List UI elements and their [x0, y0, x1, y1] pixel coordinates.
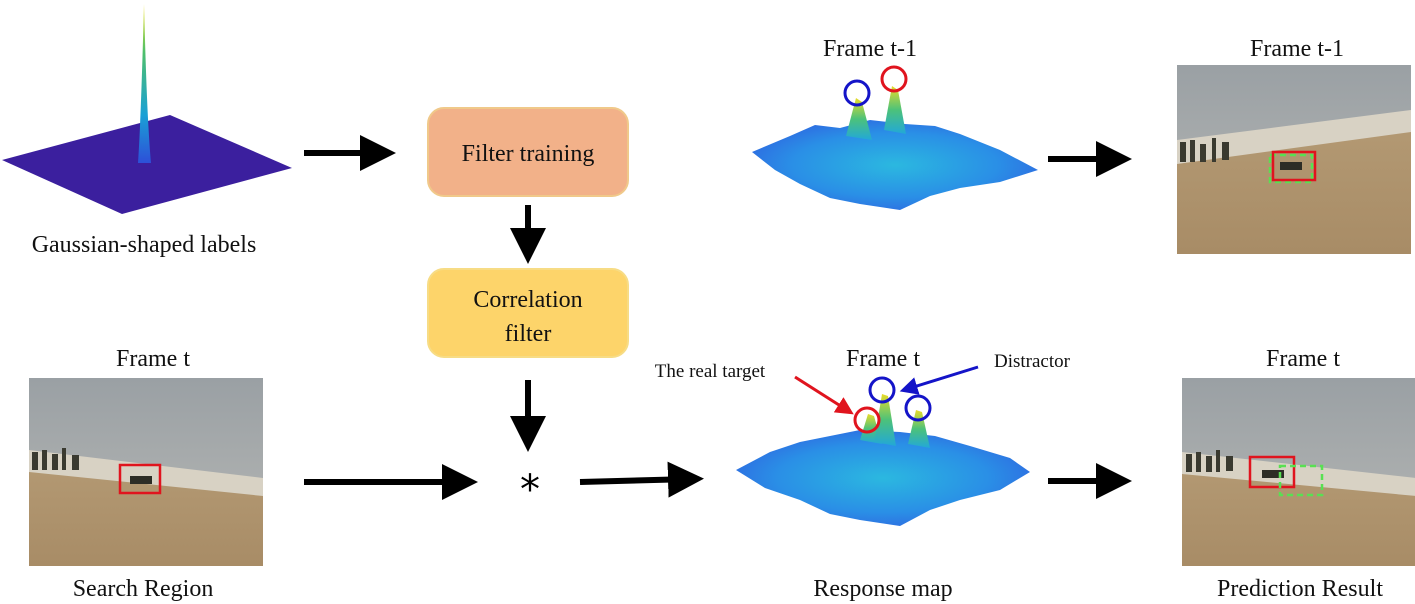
filter-training-box	[427, 107, 629, 197]
distractor-marker-prev	[843, 79, 871, 107]
search-region-image	[29, 378, 263, 566]
prediction-result-image	[1182, 378, 1415, 566]
real-target-pointer	[794, 375, 854, 415]
frame-t-result-title: Frame t	[1266, 346, 1340, 372]
distractor-annotation: Distractor	[994, 351, 1071, 372]
response-map-caption: Response map	[813, 576, 952, 602]
frame-t-search-title: Frame t	[116, 346, 190, 372]
gaussian-caption: Gaussian-shaped labels	[32, 232, 257, 258]
target-marker-prev	[880, 65, 908, 93]
arrow-operator-to-response	[579, 461, 704, 498]
real-target-annotation: The real target	[655, 361, 766, 382]
prediction-result-caption: Prediction Result	[1217, 576, 1383, 602]
gaussian-label-plot	[2, 4, 292, 214]
response-map-current	[736, 376, 1030, 526]
distractor-marker-current-a	[868, 376, 896, 404]
target-marker-current	[853, 406, 881, 434]
response-map-prev	[752, 65, 1038, 210]
frame-prev-map-title: Frame t-1	[823, 36, 917, 62]
gaussian-base-plane	[2, 115, 292, 214]
search-region-caption: Search Region	[73, 576, 214, 602]
distractor-marker-current-b	[904, 394, 932, 422]
frame-t-map-title: Frame t	[846, 346, 920, 372]
frame-prev-img-title: Frame t-1	[1250, 36, 1344, 62]
correlation-filter-box	[427, 268, 629, 358]
frame-prev-image	[1177, 65, 1411, 254]
correlation-label-line2: filter	[505, 321, 552, 347]
gaussian-spike	[138, 4, 151, 163]
correlation-label-line1: Correlation	[473, 287, 582, 313]
distractor-pointer	[899, 365, 979, 395]
filter-training-label: Filter training	[462, 141, 595, 167]
convolution-operator: *	[520, 467, 540, 513]
